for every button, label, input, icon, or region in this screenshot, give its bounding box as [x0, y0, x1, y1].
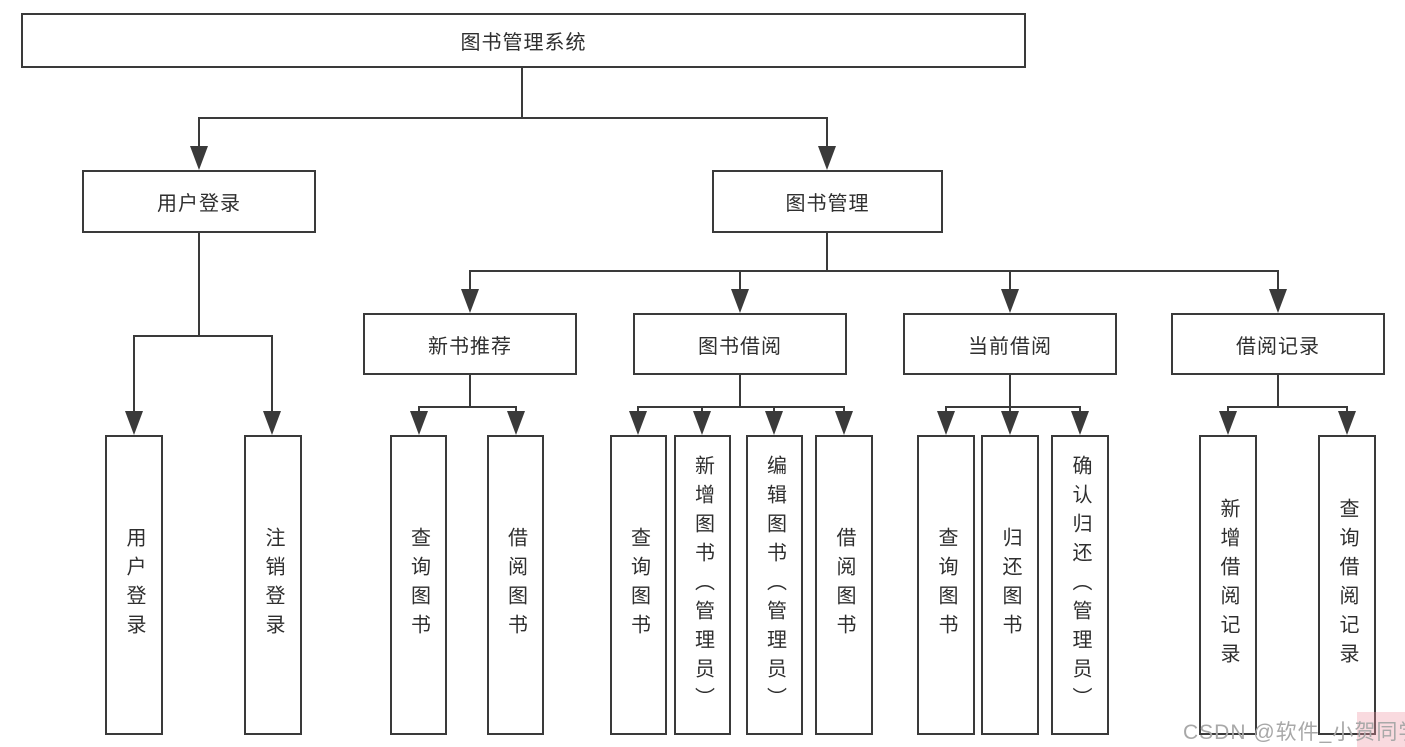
arrowhead-icon	[818, 146, 836, 170]
leaf-label: 借阅图书	[504, 527, 527, 643]
node-user-login-branch: 用户登录	[82, 170, 316, 233]
connector-line	[133, 335, 273, 337]
leaf-query-books-recommend: 查询图书	[390, 435, 447, 735]
arrowhead-icon	[835, 411, 853, 435]
connector-line	[198, 117, 828, 119]
arrowhead-icon	[410, 411, 428, 435]
connector-line	[198, 118, 200, 150]
leaf-label: 查询图书	[935, 527, 957, 643]
node-label: 图书管理	[785, 193, 870, 215]
connector-line	[1277, 271, 1279, 293]
node-borrowing-records: 借阅记录	[1171, 313, 1385, 375]
connector-line	[1009, 271, 1011, 293]
leaf-label: 新增借阅记录	[1217, 498, 1239, 672]
leaf-label: 用户登录	[123, 527, 145, 643]
leaf-return-books: 归还图书	[981, 435, 1039, 735]
leaf-label: 注销登录	[262, 527, 284, 643]
arrowhead-icon	[765, 411, 783, 435]
arrowhead-icon	[693, 411, 711, 435]
connector-line	[133, 336, 135, 415]
leaf-label: 归还图书	[999, 527, 1021, 643]
connector-line	[1227, 406, 1348, 408]
node-new-book-recommend: 新书推荐	[363, 313, 577, 375]
connector-line	[739, 375, 741, 407]
node-label: 当前借阅	[968, 335, 1052, 358]
connector-line	[945, 406, 1081, 408]
leaf-label: 查询图书	[627, 527, 650, 643]
node-current-borrowing: 当前借阅	[903, 313, 1117, 375]
arrowhead-icon	[507, 411, 525, 435]
leaf-label: 查询图书	[407, 527, 430, 643]
node-label: 图书管理系统	[460, 32, 587, 54]
leaf-user-login: 用户登录	[105, 435, 163, 735]
node-book-management-branch: 图书管理	[712, 170, 943, 233]
leaf-borrow-books-borrowing: 借阅图书	[815, 435, 873, 735]
connector-line	[469, 270, 1279, 272]
arrowhead-icon	[1219, 411, 1237, 435]
connector-line	[637, 406, 845, 408]
connector-line	[1277, 375, 1279, 407]
arrowhead-icon	[937, 411, 955, 435]
arrowhead-icon	[1001, 289, 1019, 313]
connector-line	[271, 336, 273, 415]
leaf-label: 编辑图书（管理员）	[763, 454, 786, 716]
arrowhead-icon	[629, 411, 647, 435]
leaf-confirm-return-admin: 确认归还（管理员）	[1051, 435, 1109, 735]
connector-line	[1009, 375, 1011, 407]
leaf-borrow-books-recommend: 借阅图书	[487, 435, 544, 735]
node-root-system: 图书管理系统	[21, 13, 1026, 68]
leaf-logout: 注销登录	[244, 435, 302, 735]
watermark-highlight	[1357, 712, 1405, 747]
node-label: 图书借阅	[698, 335, 782, 358]
connector-line	[469, 271, 471, 293]
leaf-label: 借阅图书	[833, 527, 855, 643]
connector-line	[826, 233, 828, 271]
connector-line	[469, 375, 471, 407]
node-label: 借阅记录	[1236, 335, 1320, 358]
arrowhead-icon	[1338, 411, 1356, 435]
node-book-borrowing: 图书借阅	[633, 313, 847, 375]
arrowhead-icon	[190, 146, 208, 170]
arrowhead-icon	[731, 289, 749, 313]
connector-line	[739, 271, 741, 293]
leaf-query-borrow-record: 查询借阅记录	[1318, 435, 1376, 735]
node-label: 新书推荐	[428, 335, 512, 358]
arrowhead-icon	[125, 411, 143, 435]
leaf-query-books-borrowing: 查询图书	[610, 435, 667, 735]
connector-line	[198, 233, 200, 336]
leaf-add-borrow-record: 新增借阅记录	[1199, 435, 1257, 735]
connector-line	[826, 118, 828, 150]
arrowhead-icon	[263, 411, 281, 435]
watermark-text: CSDN @软件_小贺同学	[1183, 721, 1405, 744]
connector-line	[521, 68, 523, 118]
leaf-edit-books-admin: 编辑图书（管理员）	[746, 435, 803, 735]
leaf-add-books-admin: 新增图书（管理员）	[674, 435, 731, 735]
connector-line	[418, 406, 517, 408]
leaf-query-books-current: 查询图书	[917, 435, 975, 735]
arrowhead-icon	[1071, 411, 1089, 435]
leaf-label: 查询借阅记录	[1336, 498, 1358, 672]
arrowhead-icon	[1001, 411, 1019, 435]
arrowhead-icon	[461, 289, 479, 313]
arrowhead-icon	[1269, 289, 1287, 313]
leaf-label: 新增图书（管理员）	[691, 454, 714, 716]
leaf-label: 确认归还（管理员）	[1069, 454, 1091, 716]
node-label: 用户登录	[157, 193, 241, 215]
